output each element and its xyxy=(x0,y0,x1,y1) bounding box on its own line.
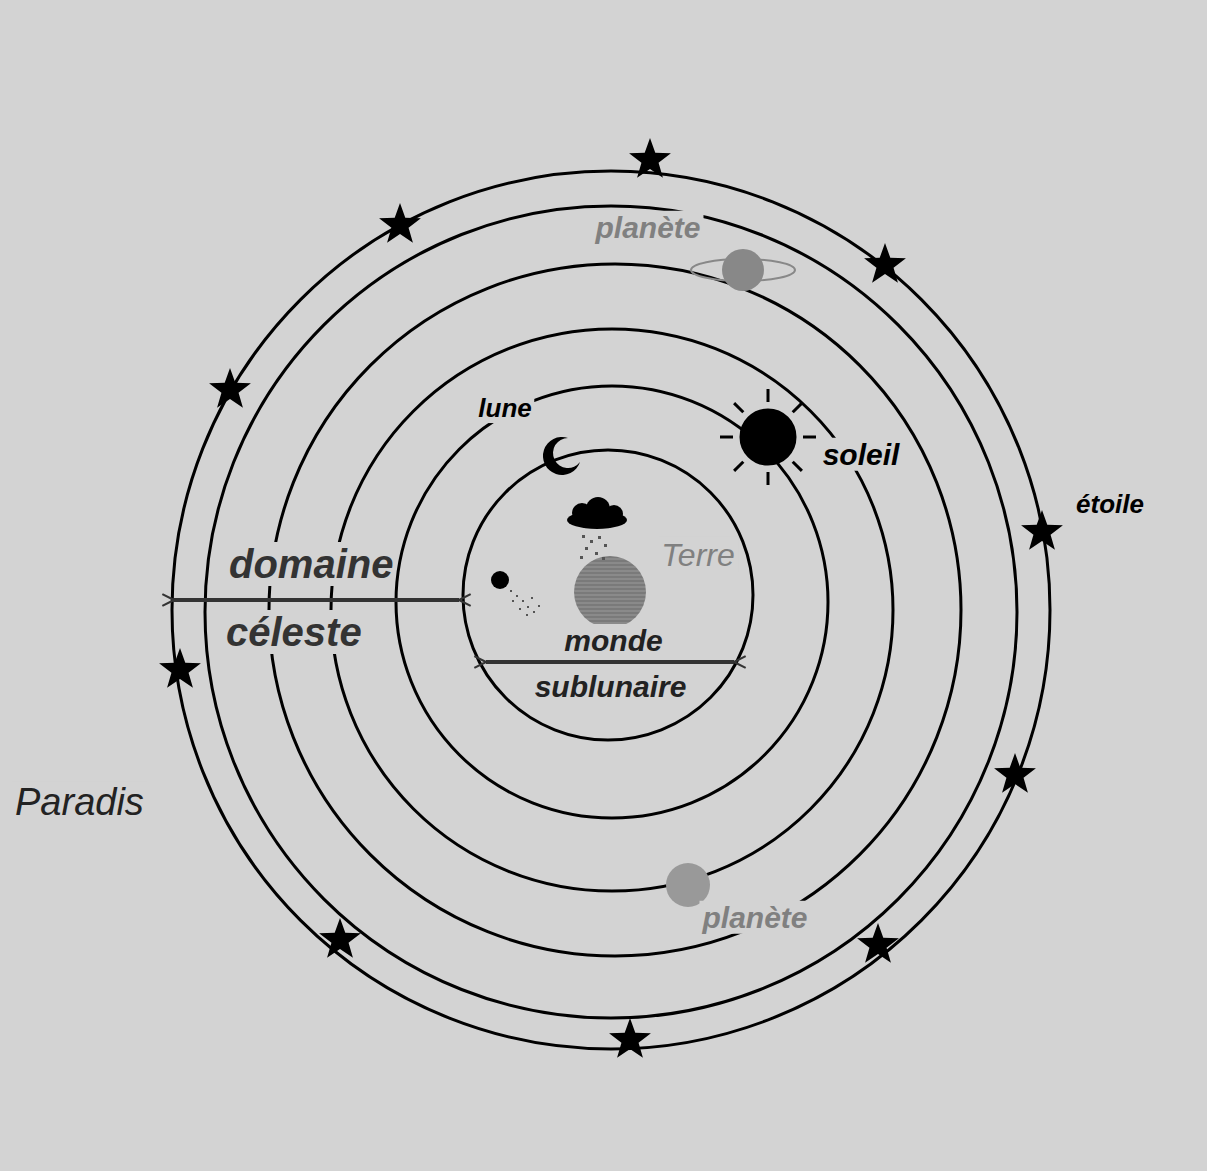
star-symbol xyxy=(994,753,1036,793)
orbit xyxy=(269,264,961,956)
star-symbol xyxy=(159,648,201,688)
span-arrow xyxy=(174,598,459,602)
meteor-symbol xyxy=(491,571,540,616)
label-text: étoile xyxy=(1073,489,1147,519)
planet-label: planète xyxy=(699,901,810,936)
label-text: Paradis xyxy=(12,781,147,823)
label-text: domaine céleste xyxy=(226,542,393,654)
orbit xyxy=(331,329,893,891)
star-symbol xyxy=(379,203,421,243)
star-symbol xyxy=(609,1018,651,1058)
star-sphere xyxy=(172,171,1050,1049)
label-text: planète xyxy=(699,901,810,934)
sublunar-sphere xyxy=(463,450,753,740)
earth-globe xyxy=(574,556,646,628)
star-symbol xyxy=(319,918,361,958)
orbit xyxy=(396,386,828,818)
planet-label: planète xyxy=(592,211,703,246)
span-arrow xyxy=(486,660,734,664)
star-symbol xyxy=(1021,510,1063,550)
star-symbol xyxy=(857,923,899,963)
earth-label: Terre xyxy=(658,537,738,574)
star-symbol xyxy=(629,138,671,178)
label-text: lune xyxy=(475,393,534,423)
star-group xyxy=(159,138,1063,1058)
label-text: soleil xyxy=(820,438,903,471)
star-symbol xyxy=(209,368,251,408)
orbit xyxy=(205,206,1017,1018)
label-text: Terre xyxy=(658,537,738,573)
ringed-planet xyxy=(691,249,795,291)
label-text: monde sublunaire xyxy=(535,624,690,703)
star-symbol xyxy=(864,243,906,283)
star-label: étoile xyxy=(1073,490,1147,520)
sun-label: soleil xyxy=(820,438,903,473)
moon-crescent xyxy=(543,437,580,475)
rain-drops xyxy=(580,535,607,560)
paradise-label: Paradis xyxy=(12,781,147,825)
label-text: planète xyxy=(592,211,703,244)
moon-label: lune xyxy=(475,394,534,424)
sun-symbol xyxy=(720,389,816,485)
region-label: domaine céleste xyxy=(226,530,441,666)
region-label: monde sublunaire xyxy=(512,618,712,710)
cloud-symbol xyxy=(567,497,627,529)
